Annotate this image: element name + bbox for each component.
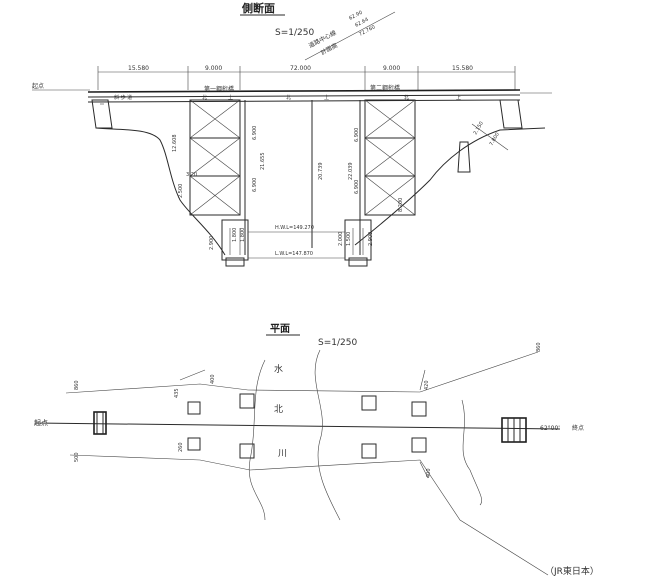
under-label-2: 北 (202, 94, 207, 101)
plan-view: 平面 S=1/250 起点 終点 62°00' (34, 323, 584, 576)
hwl-label: H.W.L=149.270 (275, 225, 314, 231)
plan-scale: S=1/250 (318, 338, 357, 348)
plan-point-4: 400 (210, 374, 216, 384)
under-label-3: 上 (228, 94, 233, 101)
elevation-view: 側断面 S=1/250 道路中心線 計画高 62.90 62.64 72.760… (32, 1, 552, 267)
right-dim-1: 2.150 (473, 121, 485, 136)
plan-point-1: 860 (74, 380, 80, 390)
plan-centerline (34, 422, 561, 430)
lwl-label: L.W.L=147.870 (275, 251, 313, 257)
right-height-2: 6.900 (354, 180, 360, 194)
center-height-2: 22.039 (348, 163, 354, 181)
plan-river-char-1: 水 (274, 363, 283, 375)
right-tower: 6.900 6.900 (354, 99, 416, 255)
plan-boundary (65, 351, 549, 576)
right-pier-foundation (344, 219, 372, 267)
plan-pier-footings (187, 393, 427, 459)
left-abutment (91, 99, 113, 129)
terrain-line (95, 127, 546, 256)
under-label-6: 北 (404, 94, 409, 101)
span-dim-1: 15.580 (128, 65, 149, 72)
right-abutment (457, 99, 523, 173)
plan-point-5: 420 (424, 380, 430, 390)
water-levels: H.W.L=149.270 L.W.L=147.870 (248, 225, 345, 259)
plan-right-label: 終点 (572, 424, 584, 432)
small-dim-r4: 2.900 (368, 232, 374, 246)
plan-point-7: 260 (178, 442, 184, 452)
under-label-1: 斜 歩 道 (114, 94, 132, 101)
span-dim-5: 15.580 (452, 65, 473, 72)
plan-river (248, 349, 341, 521)
small-dim-r2: 2.000 (338, 232, 344, 246)
small-dim-l4: 1.800 (232, 228, 238, 242)
span-dimensions: 15.580 9.000 72.000 9.000 15.580 (97, 65, 516, 90)
plan-river-char-3: 川 (278, 449, 287, 459)
elevation-scale: S=1/250 (275, 28, 314, 38)
small-dim-r1: 8.200 (398, 198, 404, 212)
under-label-7: 上 (456, 94, 461, 101)
credit-label: （JR東日本） (545, 565, 599, 577)
left-height-1: 12.608 (172, 135, 178, 153)
plan-point-6: 400 (426, 468, 432, 478)
span-dim-3: 72.000 (290, 65, 311, 72)
left-tower: 12.608 6.900 6.900 21.655 (172, 99, 266, 255)
small-dim-l5: 1.800 (240, 228, 246, 242)
left-pier-foundation (221, 219, 249, 267)
deck-label-left: 第一鋼桁橋 (204, 85, 234, 93)
span-dim-4: 9.000 (383, 65, 400, 72)
plan-point-8: 860 (536, 342, 542, 352)
elevation-title: 側断面 (241, 1, 275, 15)
center-height-1: 20.739 (318, 163, 324, 181)
plan-left-label: 起点 (34, 419, 48, 427)
plan-river-char-2: 北 (274, 404, 283, 415)
deck-label-right: 第二鋼桁橋 (370, 84, 400, 92)
plan-point-3: 435 (174, 388, 180, 398)
span-dim-2: 9.000 (205, 65, 222, 72)
center-span: 20.739 22.039 (311, 100, 354, 248)
plan-left-abutment (93, 411, 107, 435)
small-dim-r3: 1.500 (346, 232, 352, 246)
small-dim-l3: 2.900 (209, 236, 215, 250)
plan-right-abutment (501, 417, 527, 443)
right-height-1: 6.900 (354, 128, 360, 142)
left-station-label: 起点 (32, 82, 44, 90)
left-height-3: 6.900 (252, 178, 258, 192)
left-height-4: 21.655 (260, 153, 266, 171)
plan-point-2: 500 (74, 452, 80, 462)
small-dim-l2: 3.20 (186, 172, 197, 178)
left-height-2: 6.900 (252, 126, 258, 140)
small-dim-l1: 2.500 (178, 184, 184, 198)
plan-right-station: 62°00' (540, 425, 560, 432)
under-label-4: 北 (286, 94, 291, 101)
bridge-deck: 第一鋼桁橋 第二鋼桁橋 斜 歩 道 北 上 北 上 北 上 (87, 84, 552, 103)
road-annotation: 道路中心線 計画高 62.90 62.64 72.760 (304, 10, 396, 61)
plan-title: 平面 (270, 323, 290, 335)
under-label-5: 上 (324, 94, 329, 101)
